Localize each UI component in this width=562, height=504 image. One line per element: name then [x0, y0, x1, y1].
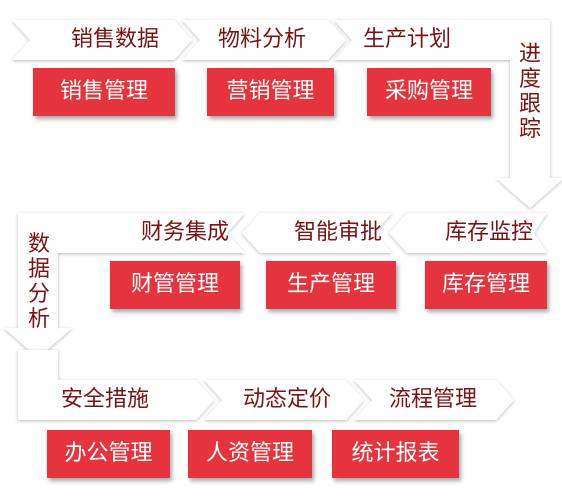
stage-label: 生产计划 [362, 27, 451, 52]
chevron-arrow [204, 380, 364, 420]
module-button[interactable]: 办公管理 [47, 430, 170, 478]
stage-label: 安全措施 [60, 387, 149, 412]
module-button[interactable]: 生产管理 [266, 261, 396, 309]
module-button[interactable]: 统计报表 [332, 430, 459, 478]
stage-label: 销售数据 [70, 27, 159, 52]
chevron-arrow [389, 213, 547, 253]
connector-label-right: 进 度 跟 踪 [518, 42, 541, 142]
module-button[interactable]: 人资管理 [188, 430, 312, 478]
stage-label: 库存监控 [444, 220, 533, 245]
bottom-bend-arrow [18, 350, 214, 420]
module-button[interactable]: 营销管理 [207, 68, 334, 116]
stage-label: 动态定价 [242, 387, 331, 412]
stage-label: 智能审批 [293, 220, 382, 245]
stage-label: 物料分析 [217, 27, 306, 52]
connector-label-left: 数 据 分 析 [27, 232, 50, 332]
bend-arrow-right [334, 20, 562, 208]
chevron-arrow [354, 380, 514, 420]
chevron-arrow [12, 20, 192, 60]
chevron-arrow [182, 20, 346, 60]
chevron-arrow [242, 213, 392, 253]
stage-label: 流程管理 [388, 387, 477, 412]
module-button[interactable]: 销售管理 [33, 68, 175, 116]
stage-label: 财务集成 [140, 220, 229, 245]
bend-arrow-left [4, 213, 245, 358]
module-button[interactable]: 采购管理 [367, 68, 491, 116]
module-button[interactable]: 财管管理 [110, 261, 240, 309]
module-button[interactable]: 库存管理 [425, 261, 547, 309]
